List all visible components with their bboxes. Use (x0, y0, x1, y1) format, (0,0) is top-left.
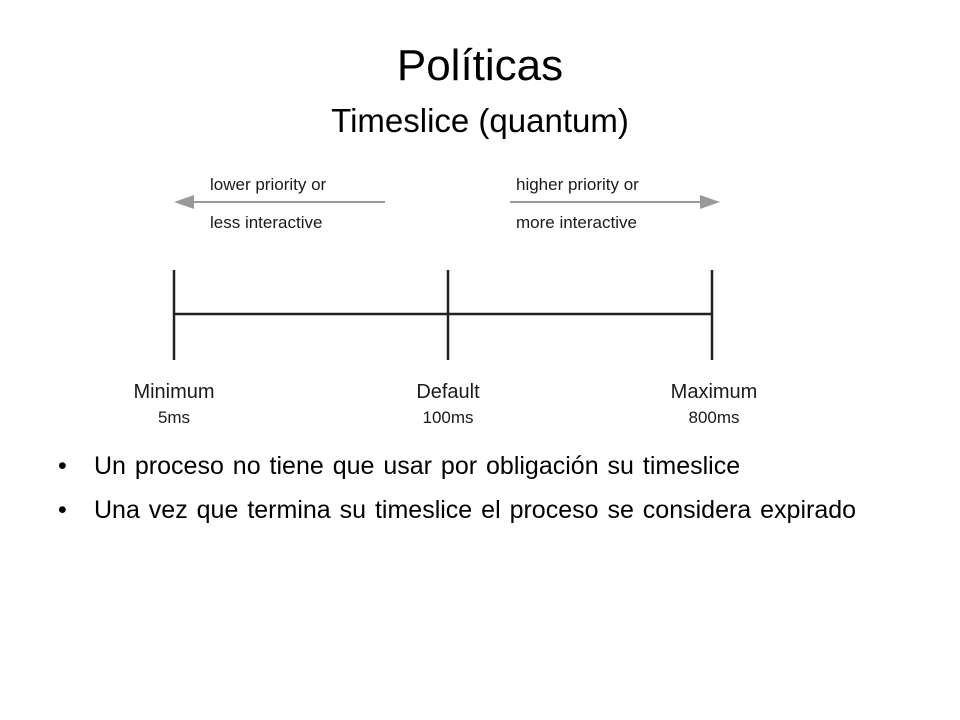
minimum-label: Minimum (133, 381, 214, 403)
right-arrow-label-line1: higher priority or (516, 175, 639, 194)
timeslice-diagram: lower priority or less interactive highe… (133, 175, 758, 427)
bullet-text: Una vez que termina su timeslice el proc… (94, 496, 857, 524)
left-arrow-label-line1: lower priority or (210, 175, 327, 194)
left-arrow-group: lower priority or less interactive (174, 175, 385, 232)
right-arrow-group: higher priority or more interactive (510, 175, 720, 232)
bullet-icon: • (58, 452, 67, 480)
maximum-label: Maximum (671, 381, 758, 403)
left-arrowhead-icon (174, 195, 194, 209)
bullet-icon: • (58, 496, 67, 524)
right-arrowhead-icon (700, 195, 720, 209)
bullet-text: Un proceso no tiene que usar por obligac… (94, 452, 741, 480)
bullet-list: • Un proceso no tiene que usar por oblig… (58, 444, 960, 532)
maximum-value: 800ms (688, 408, 739, 427)
default-label: Default (416, 381, 480, 403)
slide-title: Políticas (396, 41, 564, 90)
bullet-item: • Una vez que termina su timeslice el pr… (58, 488, 960, 532)
slide-subtitle: Timeslice (quantum) (331, 102, 629, 139)
default-value: 100ms (422, 408, 473, 427)
minimum-value: 5ms (158, 408, 190, 427)
bullet-item: • Un proceso no tiene que usar por oblig… (58, 444, 960, 488)
left-arrow-label-line2: less interactive (210, 213, 322, 232)
right-arrow-label-line2: more interactive (516, 213, 637, 232)
